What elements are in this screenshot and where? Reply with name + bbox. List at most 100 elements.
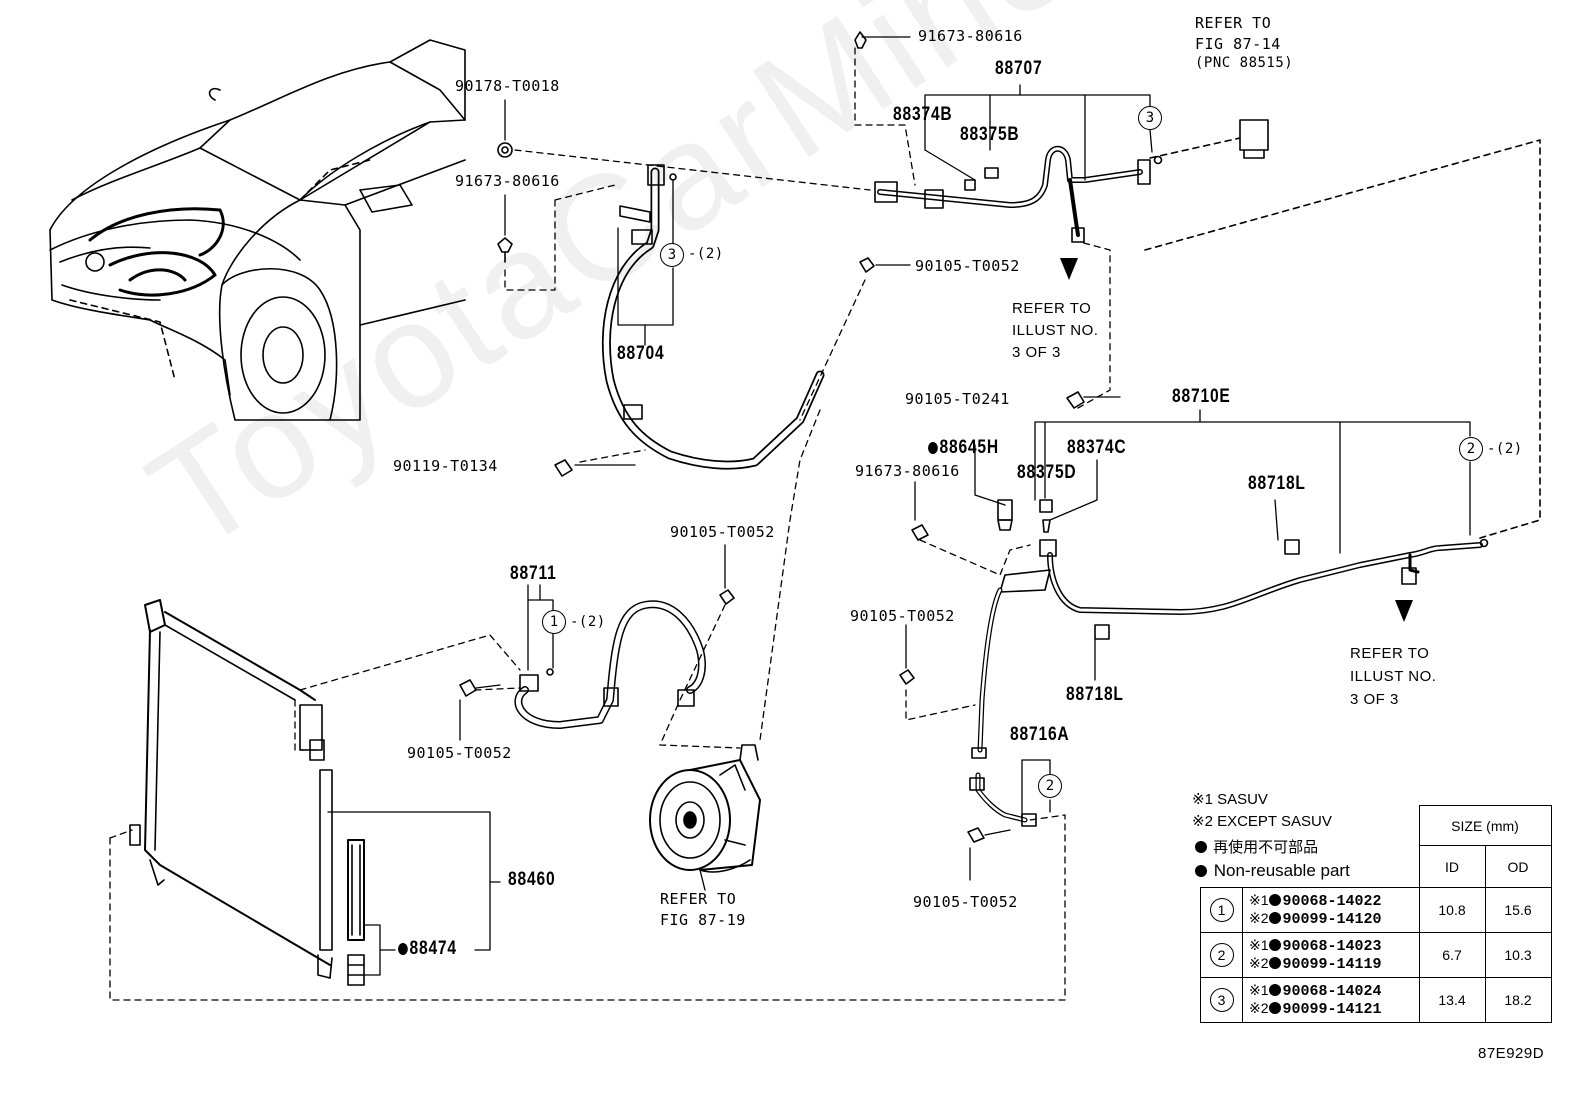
circle-ref-3-table: 3	[1209, 988, 1234, 1012]
non-reusable-dot	[1195, 865, 1207, 877]
circle-ref-3-mid: 3	[660, 243, 684, 267]
label-90105-t0241: 90105-T0241	[905, 390, 1010, 408]
non-reusable-dot	[398, 943, 408, 955]
part-number: 90068-14022	[1282, 893, 1382, 910]
legend-nonreusable-en-text: Non-reusable part	[1213, 861, 1350, 880]
label-91673-80616-b: 91673-80616	[455, 172, 560, 190]
label-90105-t0052-e: 90105-T0052	[913, 893, 1018, 911]
qty-1-2: -(2)	[570, 614, 606, 630]
sasuv-mark: ※1	[1249, 982, 1269, 998]
part-number: 90068-14023	[1282, 938, 1382, 955]
connector-88515	[1239, 119, 1269, 159]
table-od-value: 18.2	[1484, 977, 1552, 1023]
label-88374c: 88374C	[1067, 437, 1127, 458]
arrows	[1060, 258, 1413, 622]
non-reusable-dot	[1268, 939, 1281, 951]
legend-note-1: ※1 SASUV	[1192, 791, 1268, 808]
circle-ref-3-top: 3	[1138, 106, 1162, 130]
except-sasuv-mark: ※2	[1249, 955, 1269, 971]
leader-lines	[327, 36, 1471, 976]
label-88460: 88460	[508, 869, 556, 890]
pipe-88707	[874, 145, 1163, 243]
label-88474: 88474	[398, 938, 457, 960]
refer-fig-87-14-line2: FIG 87-14	[1195, 35, 1281, 53]
label-88716a: 88716A	[1010, 724, 1070, 745]
part-number: 90099-14120	[1282, 911, 1382, 928]
figure-code: 87E929D	[1478, 1045, 1545, 1062]
receiver-dryer-parts	[347, 839, 365, 986]
label-88718l-a: 88718L	[1248, 473, 1306, 494]
table-ref-cell: 1	[1200, 887, 1243, 933]
pipe-88710e	[999, 538, 1489, 640]
table-id-value: 13.4	[1418, 977, 1486, 1023]
fasteners	[459, 31, 1085, 843]
label-88374b: 88374B	[893, 104, 953, 125]
circle-ref-2-right: 2	[1459, 437, 1483, 461]
label-88711: 88711	[510, 563, 557, 584]
label-88710e: 88710E	[1172, 386, 1231, 407]
non-reusable-dot	[1268, 957, 1281, 969]
part-number: 90099-14119	[1282, 956, 1382, 973]
sasuv-mark: ※1	[1249, 892, 1269, 908]
label-88718l-b: 88718L	[1066, 684, 1124, 705]
refer-illust-a-line2: ILLUST NO.	[1012, 322, 1099, 339]
table-row: 1 ※1 90068-14022 ※2 90099-14120 10.8 15.6	[1200, 887, 1552, 933]
part-number: 90068-14024	[1282, 983, 1382, 1000]
label-90105-t0052-b: 90105-T0052	[670, 523, 775, 541]
refer-fig-87-14-line3: (PNC 88515)	[1195, 55, 1294, 71]
label-88375b: 88375B	[960, 124, 1020, 145]
circle-ref-2-bottom: 2	[1038, 774, 1062, 798]
except-sasuv-mark: ※2	[1249, 910, 1269, 926]
qty-3-2: -(2)	[688, 246, 724, 262]
table-ref-cell: 3	[1200, 977, 1243, 1023]
label-90178-t0018: 90178-T0018	[455, 77, 560, 95]
refer-illust-a-line3: 3 OF 3	[1012, 344, 1061, 361]
label-91673-80616-c: 91673-80616	[855, 462, 960, 480]
hose-88704	[601, 164, 825, 470]
table-ref-cell: 2	[1200, 932, 1243, 978]
table-blank	[1201, 806, 1243, 846]
table-row: 3 ※1 90068-14024 ※2 90099-14121 13.4 18.2	[1200, 977, 1552, 1023]
pipe-88716a	[969, 587, 1037, 827]
except-sasuv-mark: ※2	[1249, 1000, 1269, 1016]
table-blank	[1201, 846, 1243, 888]
refer-illust-b-line3: 3 OF 3	[1350, 691, 1399, 708]
non-reusable-dot	[1268, 894, 1281, 906]
label-88474-text: 88474	[409, 938, 457, 959]
refer-fig-87-19-line2: FIG 87-19	[660, 911, 746, 929]
legend-nonreusable-en: Non-reusable part	[1195, 861, 1350, 881]
label-88707: 88707	[995, 58, 1043, 79]
label-90105-t0052-a: 90105-T0052	[915, 257, 1020, 275]
label-88375d: 88375D	[1017, 462, 1077, 483]
label-88704: 88704	[617, 343, 665, 364]
non-reusable-dot	[1268, 984, 1281, 996]
part-number: 90099-14121	[1282, 1001, 1382, 1018]
non-reusable-dot	[928, 442, 938, 454]
table-od-value: 10.3	[1484, 932, 1552, 978]
label-88645h: 88645H	[928, 437, 999, 459]
legend-note-2: ※2 EXCEPT SASUV	[1192, 813, 1332, 830]
table-parts-cell: ※1 90068-14024 ※2 90099-14121	[1242, 977, 1420, 1023]
refer-illust-b-line2: ILLUST NO.	[1350, 668, 1437, 685]
non-reusable-dot	[1195, 841, 1207, 853]
table-header-od: OD	[1484, 845, 1552, 888]
label-88645h-text: 88645H	[939, 437, 999, 458]
non-reusable-dot	[1268, 1002, 1281, 1014]
table-header-size: SIZE (mm)	[1418, 805, 1552, 846]
legend-nonreusable-jp: 再使用不可部品	[1195, 836, 1318, 857]
label-90119-t0134: 90119-T0134	[393, 457, 498, 475]
table-id-value: 10.8	[1418, 887, 1486, 933]
label-90105-t0052-d: 90105-T0052	[407, 744, 512, 762]
label-90105-t0052-c: 90105-T0052	[850, 607, 955, 625]
circle-ref-1: 1	[542, 610, 566, 634]
compressor	[649, 744, 761, 873]
table-id-value: 6.7	[1418, 932, 1486, 978]
legend-nonreusable-jp-text: 再使用不可部品	[1213, 839, 1319, 856]
table-blank	[1243, 806, 1420, 846]
dashed-lines	[109, 47, 1111, 1001]
table-od-value: 15.6	[1484, 887, 1552, 933]
